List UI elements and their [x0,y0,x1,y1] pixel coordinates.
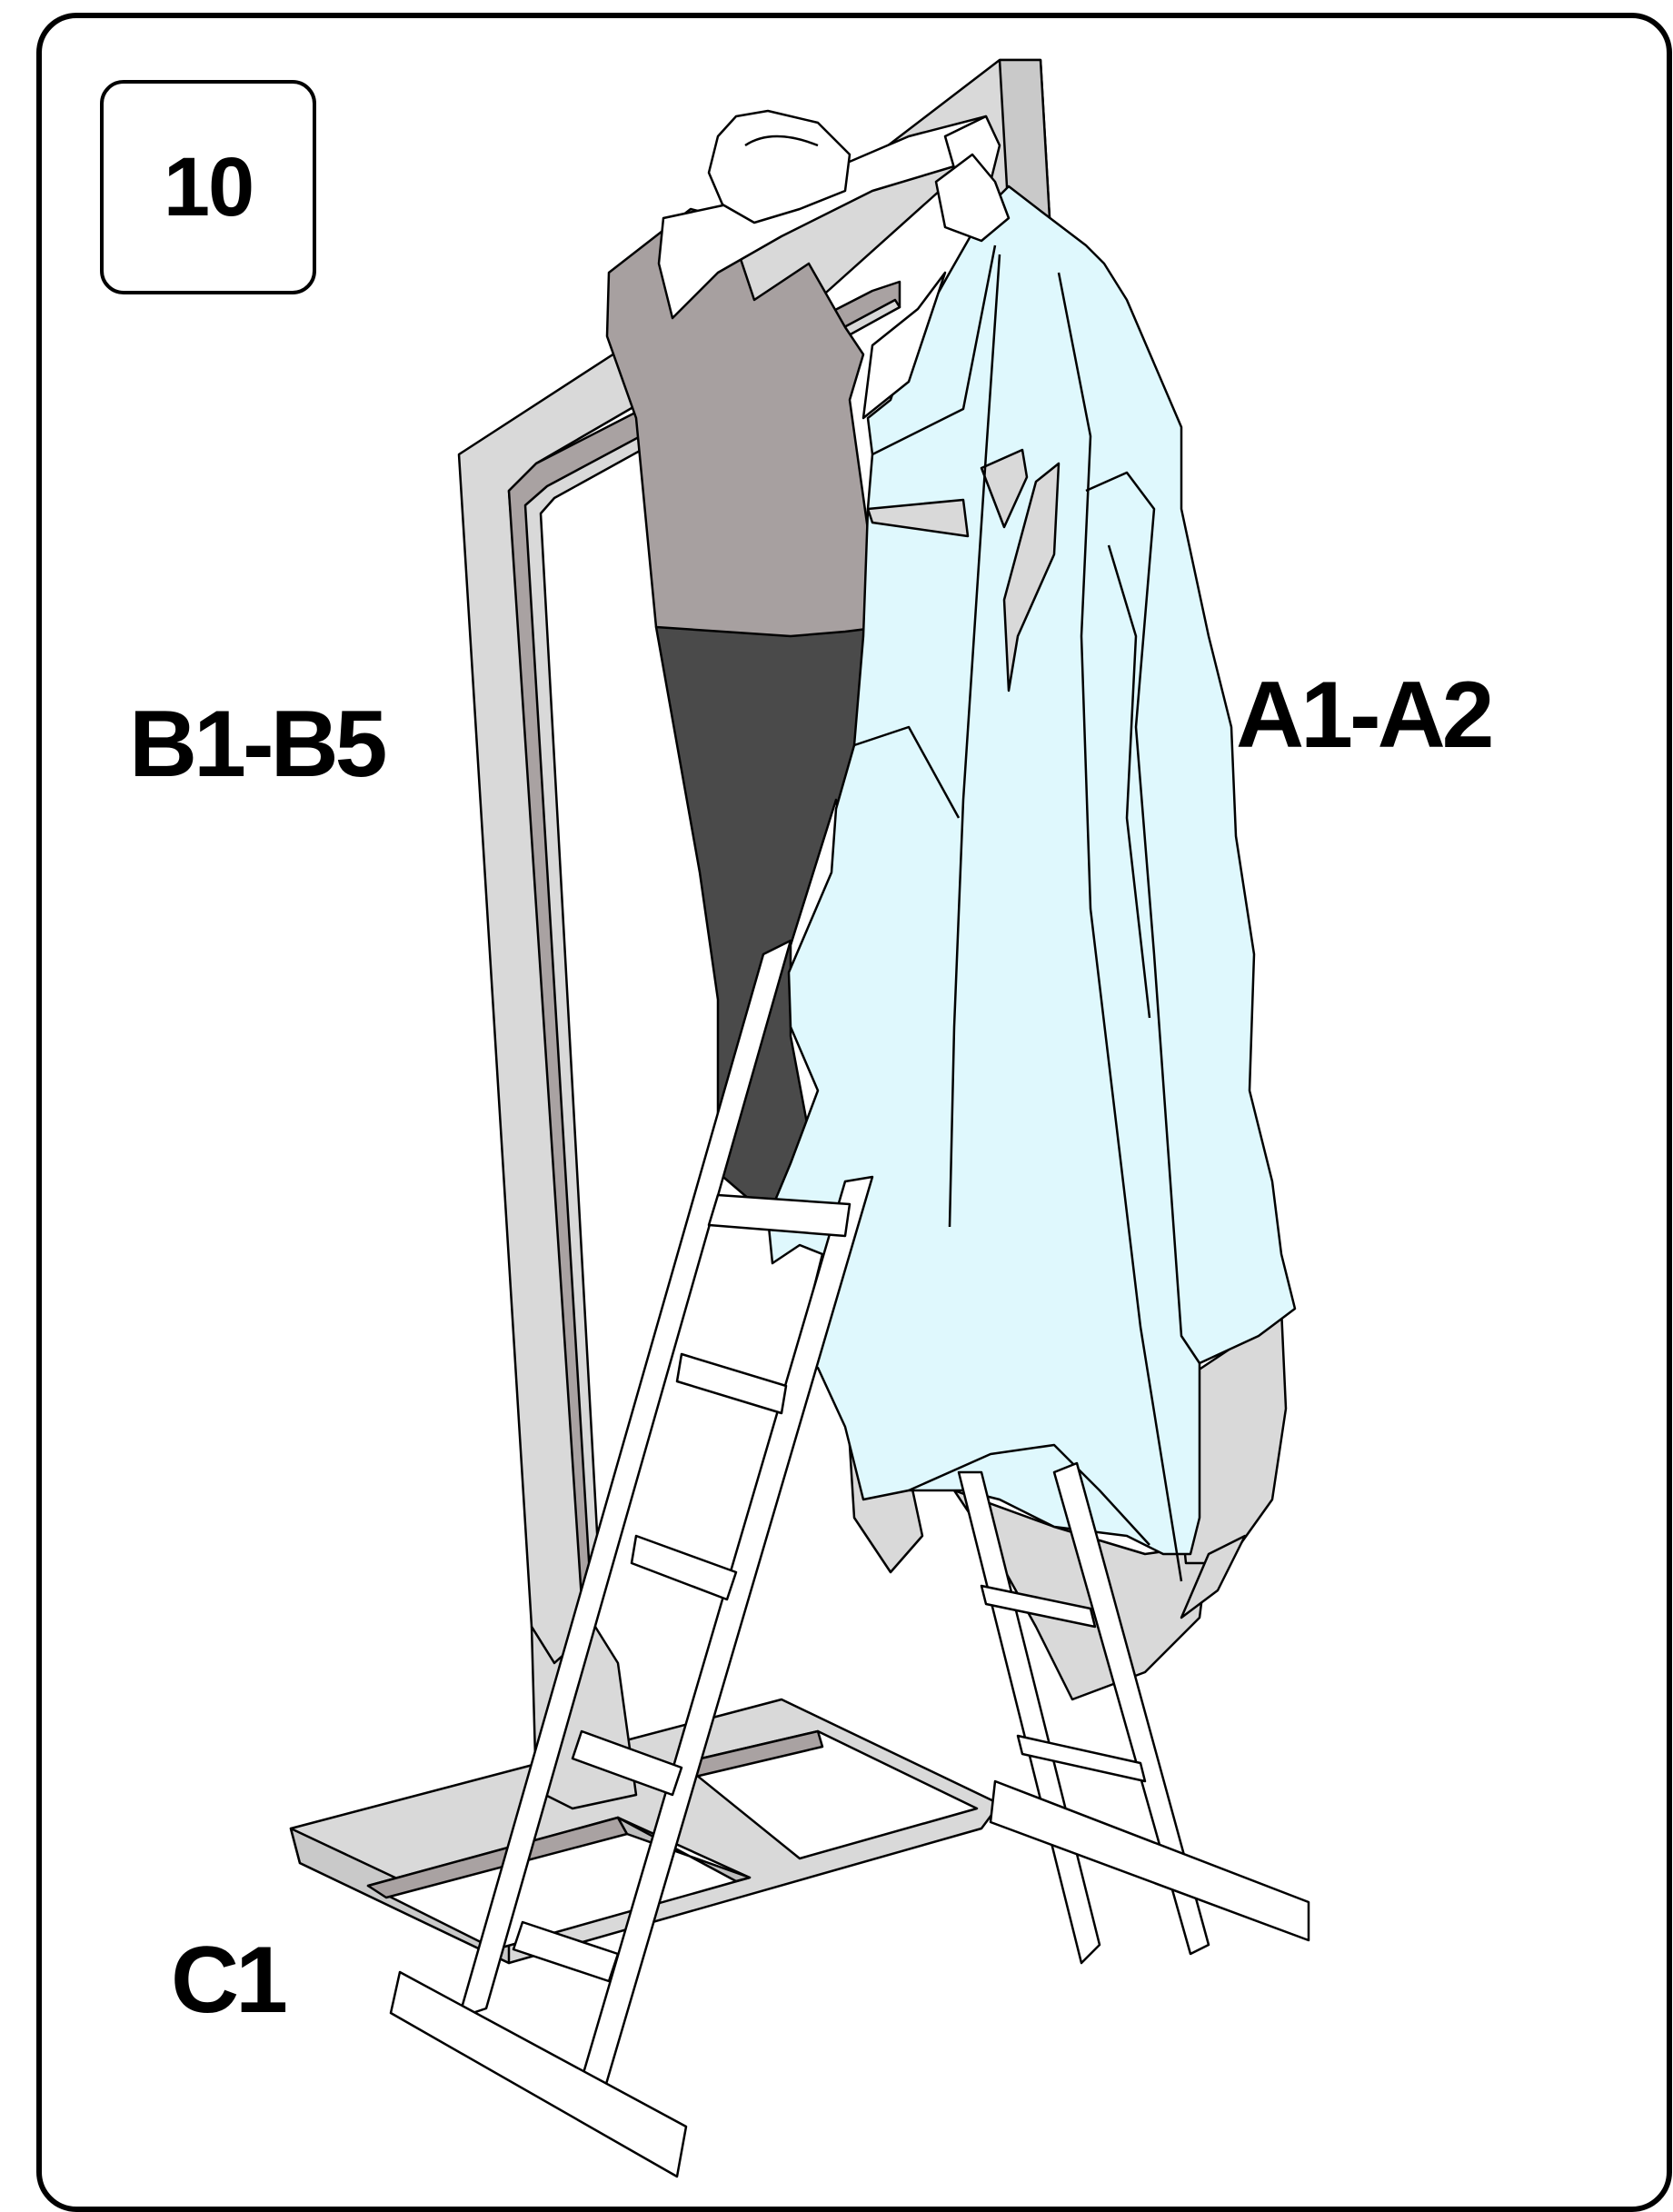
label-base-part: C1 [171,1927,284,2035]
label-cover-parts: A1-A2 [1236,662,1491,770]
step-number: 10 [164,140,253,235]
step-number-box: 10 [100,80,316,294]
label-frame-parts: B1-B5 [129,691,384,799]
